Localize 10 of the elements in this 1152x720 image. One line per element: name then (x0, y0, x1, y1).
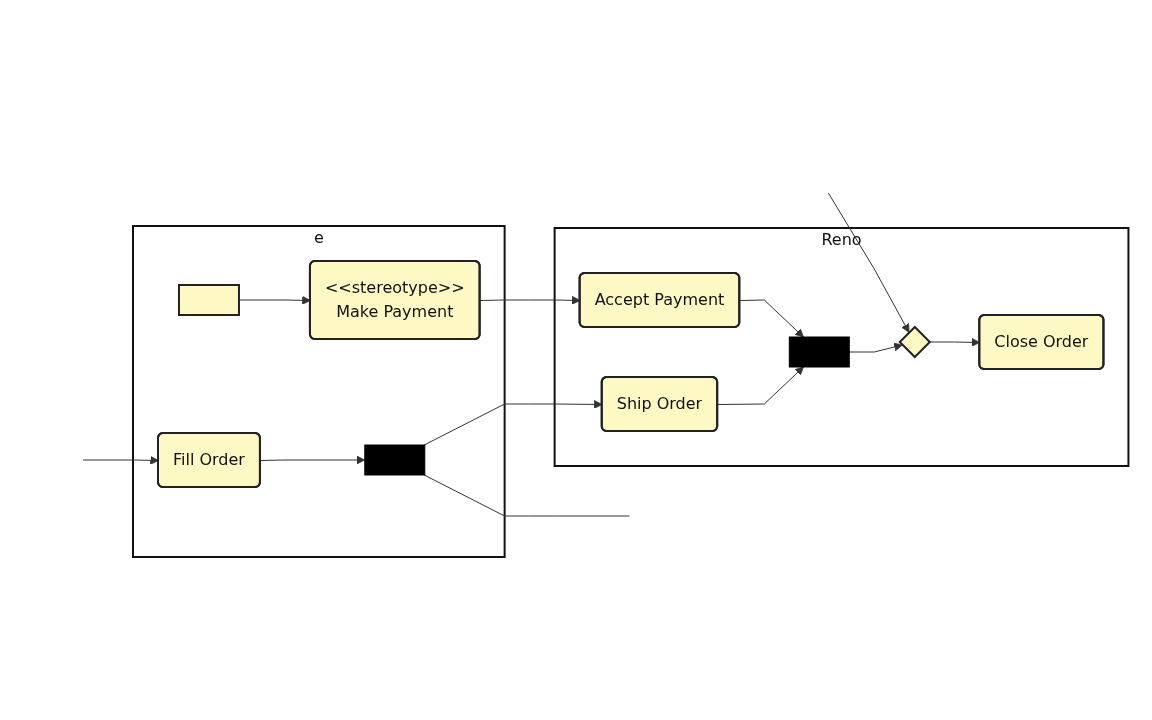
node-bar (364, 444, 426, 476)
connector (424, 474, 631, 517)
arrow (828, 192, 910, 333)
arrow (849, 342, 903, 353)
node-box (178, 284, 241, 316)
arrow (424, 400, 603, 446)
node-diamond (898, 325, 932, 359)
node-bar (789, 336, 851, 368)
arrow (717, 366, 805, 405)
arrow (739, 299, 805, 338)
